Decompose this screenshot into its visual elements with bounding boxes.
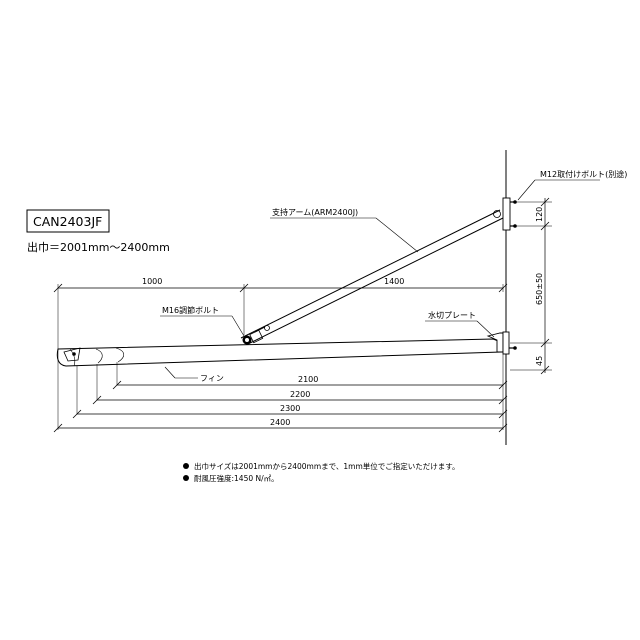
dim-1000: 1000: [142, 277, 162, 286]
dim-45: 45: [535, 356, 544, 366]
projection-range: 出巾＝2001mm〜2400mm: [27, 240, 170, 254]
leader-lines: [160, 179, 600, 379]
top-dimension: [53, 283, 508, 430]
model-code: CAN2403JF: [33, 214, 102, 229]
label-m12-bolt: M12取付けボルト(別途): [540, 169, 627, 179]
dim-2300: 2300: [280, 404, 300, 413]
dim-650: 650±50: [535, 273, 544, 305]
dim-1400: 1400: [384, 277, 404, 286]
dim-2200: 2200: [290, 390, 310, 399]
dim-2400: 2400: [270, 418, 290, 427]
note-size-range: 出巾サイズは2001mmから2400mmまで、1mm単位でご指定いただけます。: [194, 461, 460, 471]
label-support-arm: 支持アーム(ARM2400J): [272, 207, 358, 217]
note-wind-pressure: 耐風圧強度:1450 N/㎡。: [194, 473, 279, 483]
label-flashing-plate: 水切プレート: [428, 310, 476, 320]
m16-bolt-joint: [242, 329, 264, 345]
fin-length-dimensions: [53, 354, 508, 433]
right-dimensions: [510, 197, 552, 375]
model-code-box: [26, 209, 110, 233]
flashing-plate: [486, 331, 517, 355]
label-m16-bolt: M16調節ボルト: [162, 305, 219, 315]
dim-2100: 2100: [298, 375, 318, 384]
note-bullet: [183, 475, 189, 481]
support-arm: [240, 209, 504, 346]
wall-bracket: [502, 197, 517, 231]
dim-120: 120: [535, 207, 544, 222]
fin: [56, 338, 502, 367]
label-fin: フィン: [200, 374, 224, 383]
note-bullet: [183, 463, 189, 469]
